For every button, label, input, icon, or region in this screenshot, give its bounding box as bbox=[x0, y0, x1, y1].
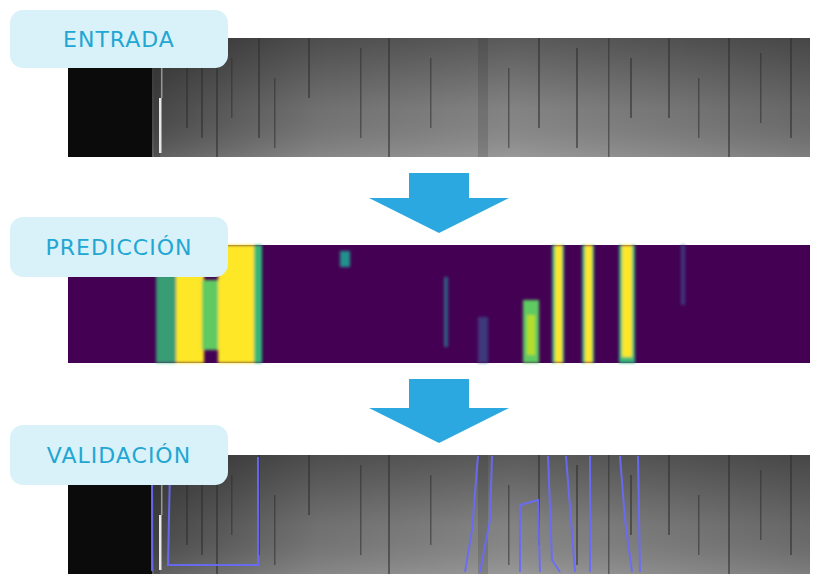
tab-label: VALIDACIÓN bbox=[10, 425, 228, 485]
panel-title: ENTRADA bbox=[63, 27, 175, 52]
block-arrow bbox=[369, 379, 509, 443]
image-panel: VALIDACIÓN bbox=[68, 455, 810, 573]
tab-label: ENTRADA bbox=[10, 10, 228, 68]
tab-label: PREDICCIÓN bbox=[10, 217, 228, 277]
panel-title: PREDICCIÓN bbox=[46, 235, 193, 260]
block-arrow bbox=[369, 173, 509, 233]
image-panel: ENTRADA bbox=[68, 38, 810, 157]
image-panel: PREDICCIÓN bbox=[68, 245, 810, 363]
panel-title: VALIDACIÓN bbox=[47, 443, 191, 468]
